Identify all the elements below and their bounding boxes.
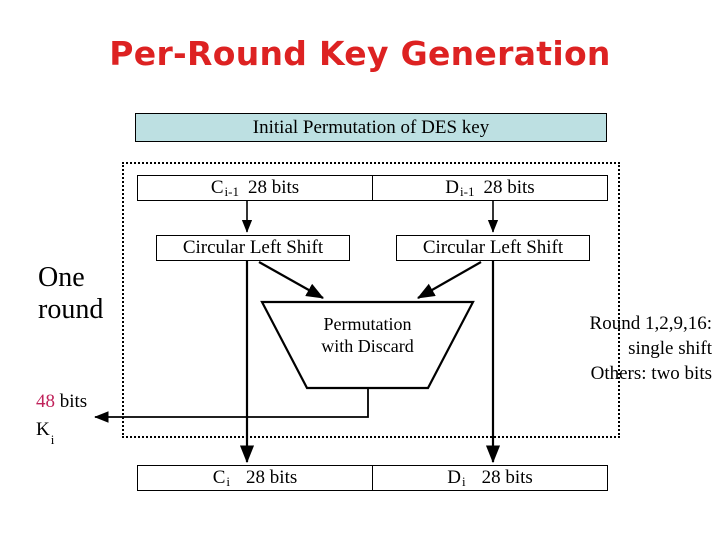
permutation-line-1: Permutation	[323, 314, 412, 334]
register-d-subscript: i	[461, 474, 466, 489]
key-subscript: i	[50, 431, 55, 447]
key-size-number: 48	[36, 391, 55, 412]
permutation-line-2: with Discard	[321, 336, 414, 356]
circular-left-shift-label-left: Circular Left Shift	[182, 237, 324, 258]
register-c-prev-size: 28 bits	[247, 177, 300, 198]
register-d-size: 28 bits	[481, 467, 533, 488]
register-c-subscript: i	[226, 474, 231, 489]
register-d-prev-size: 28 bits	[483, 177, 535, 198]
register-d-prev-name: D	[445, 177, 460, 198]
one-round-label: One round	[38, 262, 130, 326]
register-d-prev-subscript: i-1	[460, 184, 475, 199]
initial-permutation-box: Initial Permutation of DES key	[135, 113, 607, 142]
key-name-label: Ki	[36, 419, 56, 447]
one-round-region	[122, 162, 620, 438]
register-c-name: C	[212, 467, 226, 488]
shift-note-line-2: single shift	[628, 338, 712, 359]
initial-permutation-label: Initial Permutation of DES key	[252, 116, 490, 138]
page-title: Per-Round Key Generation	[109, 34, 611, 73]
circular-left-shift-box-left: Circular Left Shift	[156, 235, 350, 261]
permutation-with-discard-shape	[260, 300, 475, 390]
register-c-size: 28 bits	[246, 467, 298, 488]
key-size-label: 48 bits	[36, 391, 87, 413]
one-round-line-2: round	[38, 294, 104, 325]
key-size-unit: bits	[59, 391, 88, 412]
one-round-line-1: One	[38, 262, 85, 293]
shift-note-line-3: Others: two bits	[590, 363, 712, 384]
shift-schedule-note: Round 1,2,9,16: single shift Others: two…	[480, 311, 712, 386]
register-d-name: D	[447, 467, 461, 488]
register-c-prev-subscript: i-1	[224, 184, 239, 199]
key-name: K	[36, 419, 50, 440]
circular-left-shift-label-right: Circular Left Shift	[422, 237, 564, 258]
circular-left-shift-box-right: Circular Left Shift	[396, 235, 590, 261]
shift-note-line-1: Round 1,2,9,16:	[589, 313, 712, 334]
register-c-prev-name: C	[210, 177, 224, 198]
permutation-with-discard-label: Permutation with Discard	[260, 313, 475, 357]
